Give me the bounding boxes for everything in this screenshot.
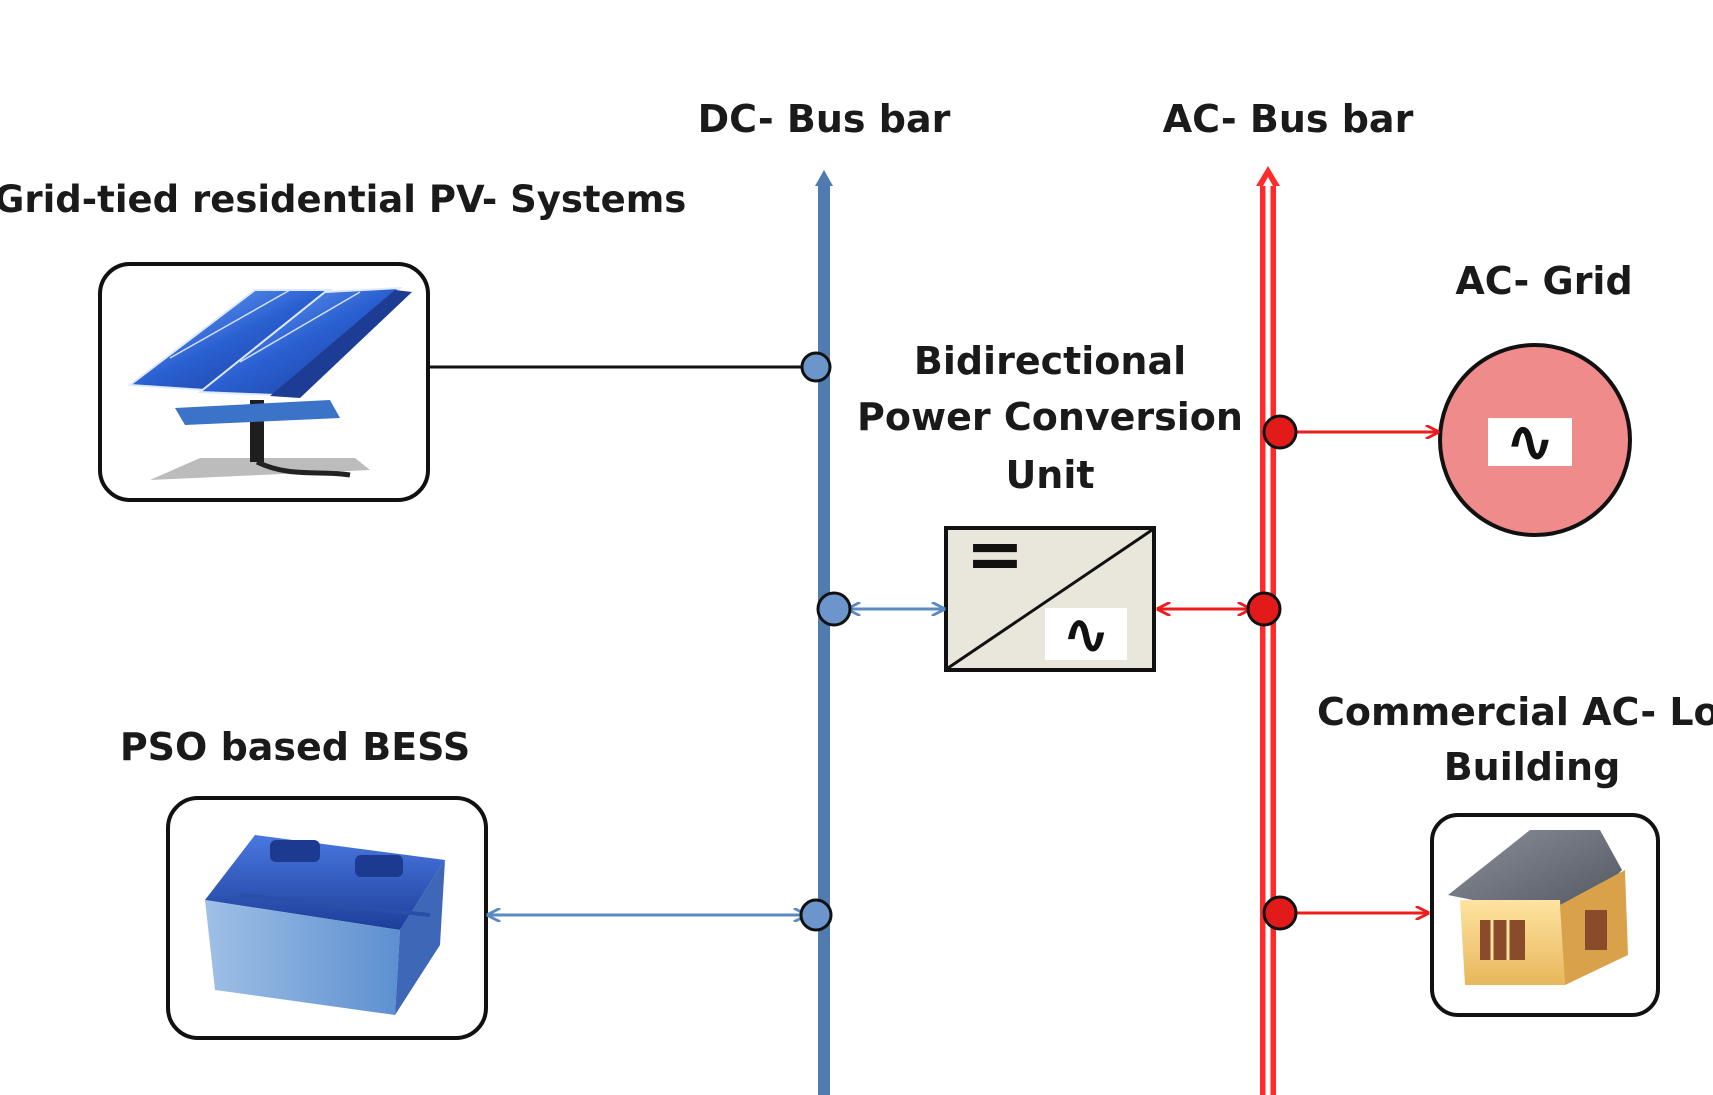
ac-bus-bar bbox=[1256, 166, 1280, 1095]
ac-bus-label: AC- Bus bar bbox=[1163, 97, 1414, 141]
dc-node-pv bbox=[800, 351, 832, 383]
ac-node-load bbox=[1262, 895, 1298, 931]
ac-grid-label: AC- Grid bbox=[1455, 259, 1632, 303]
dc-node-bess bbox=[799, 898, 833, 932]
battery-icon bbox=[166, 796, 488, 1040]
dc-bus-bar bbox=[815, 170, 833, 1095]
dc-bus-label: DC- Bus bar bbox=[698, 97, 951, 141]
converter-label-line1: Bidirectional bbox=[914, 339, 1186, 383]
ac-symbol-converter: ∿ bbox=[1062, 600, 1111, 668]
converter-label-line2: Power Conversion bbox=[857, 395, 1243, 439]
house-icon bbox=[1430, 813, 1660, 1017]
dc-symbol: = bbox=[966, 513, 1025, 595]
solar-panel-icon bbox=[98, 262, 430, 502]
ac-node-grid bbox=[1262, 414, 1298, 450]
bess-label: PSO based BESS bbox=[120, 725, 470, 769]
dc-node-converter bbox=[816, 591, 852, 627]
ac-node-converter bbox=[1246, 591, 1282, 627]
load-label-line1: Commercial AC- Load bbox=[1317, 690, 1713, 734]
pv-system-label: Grid-tied residential PV- Systems bbox=[0, 178, 686, 221]
converter-label-line3: Unit bbox=[1005, 453, 1094, 497]
ac-symbol-grid: ∿ bbox=[1505, 407, 1555, 477]
ac-source-icon: ∿ bbox=[1438, 343, 1632, 537]
dc-ac-converter-icon: = ∿ bbox=[944, 513, 1156, 672]
load-label-line2: Building bbox=[1444, 745, 1621, 789]
